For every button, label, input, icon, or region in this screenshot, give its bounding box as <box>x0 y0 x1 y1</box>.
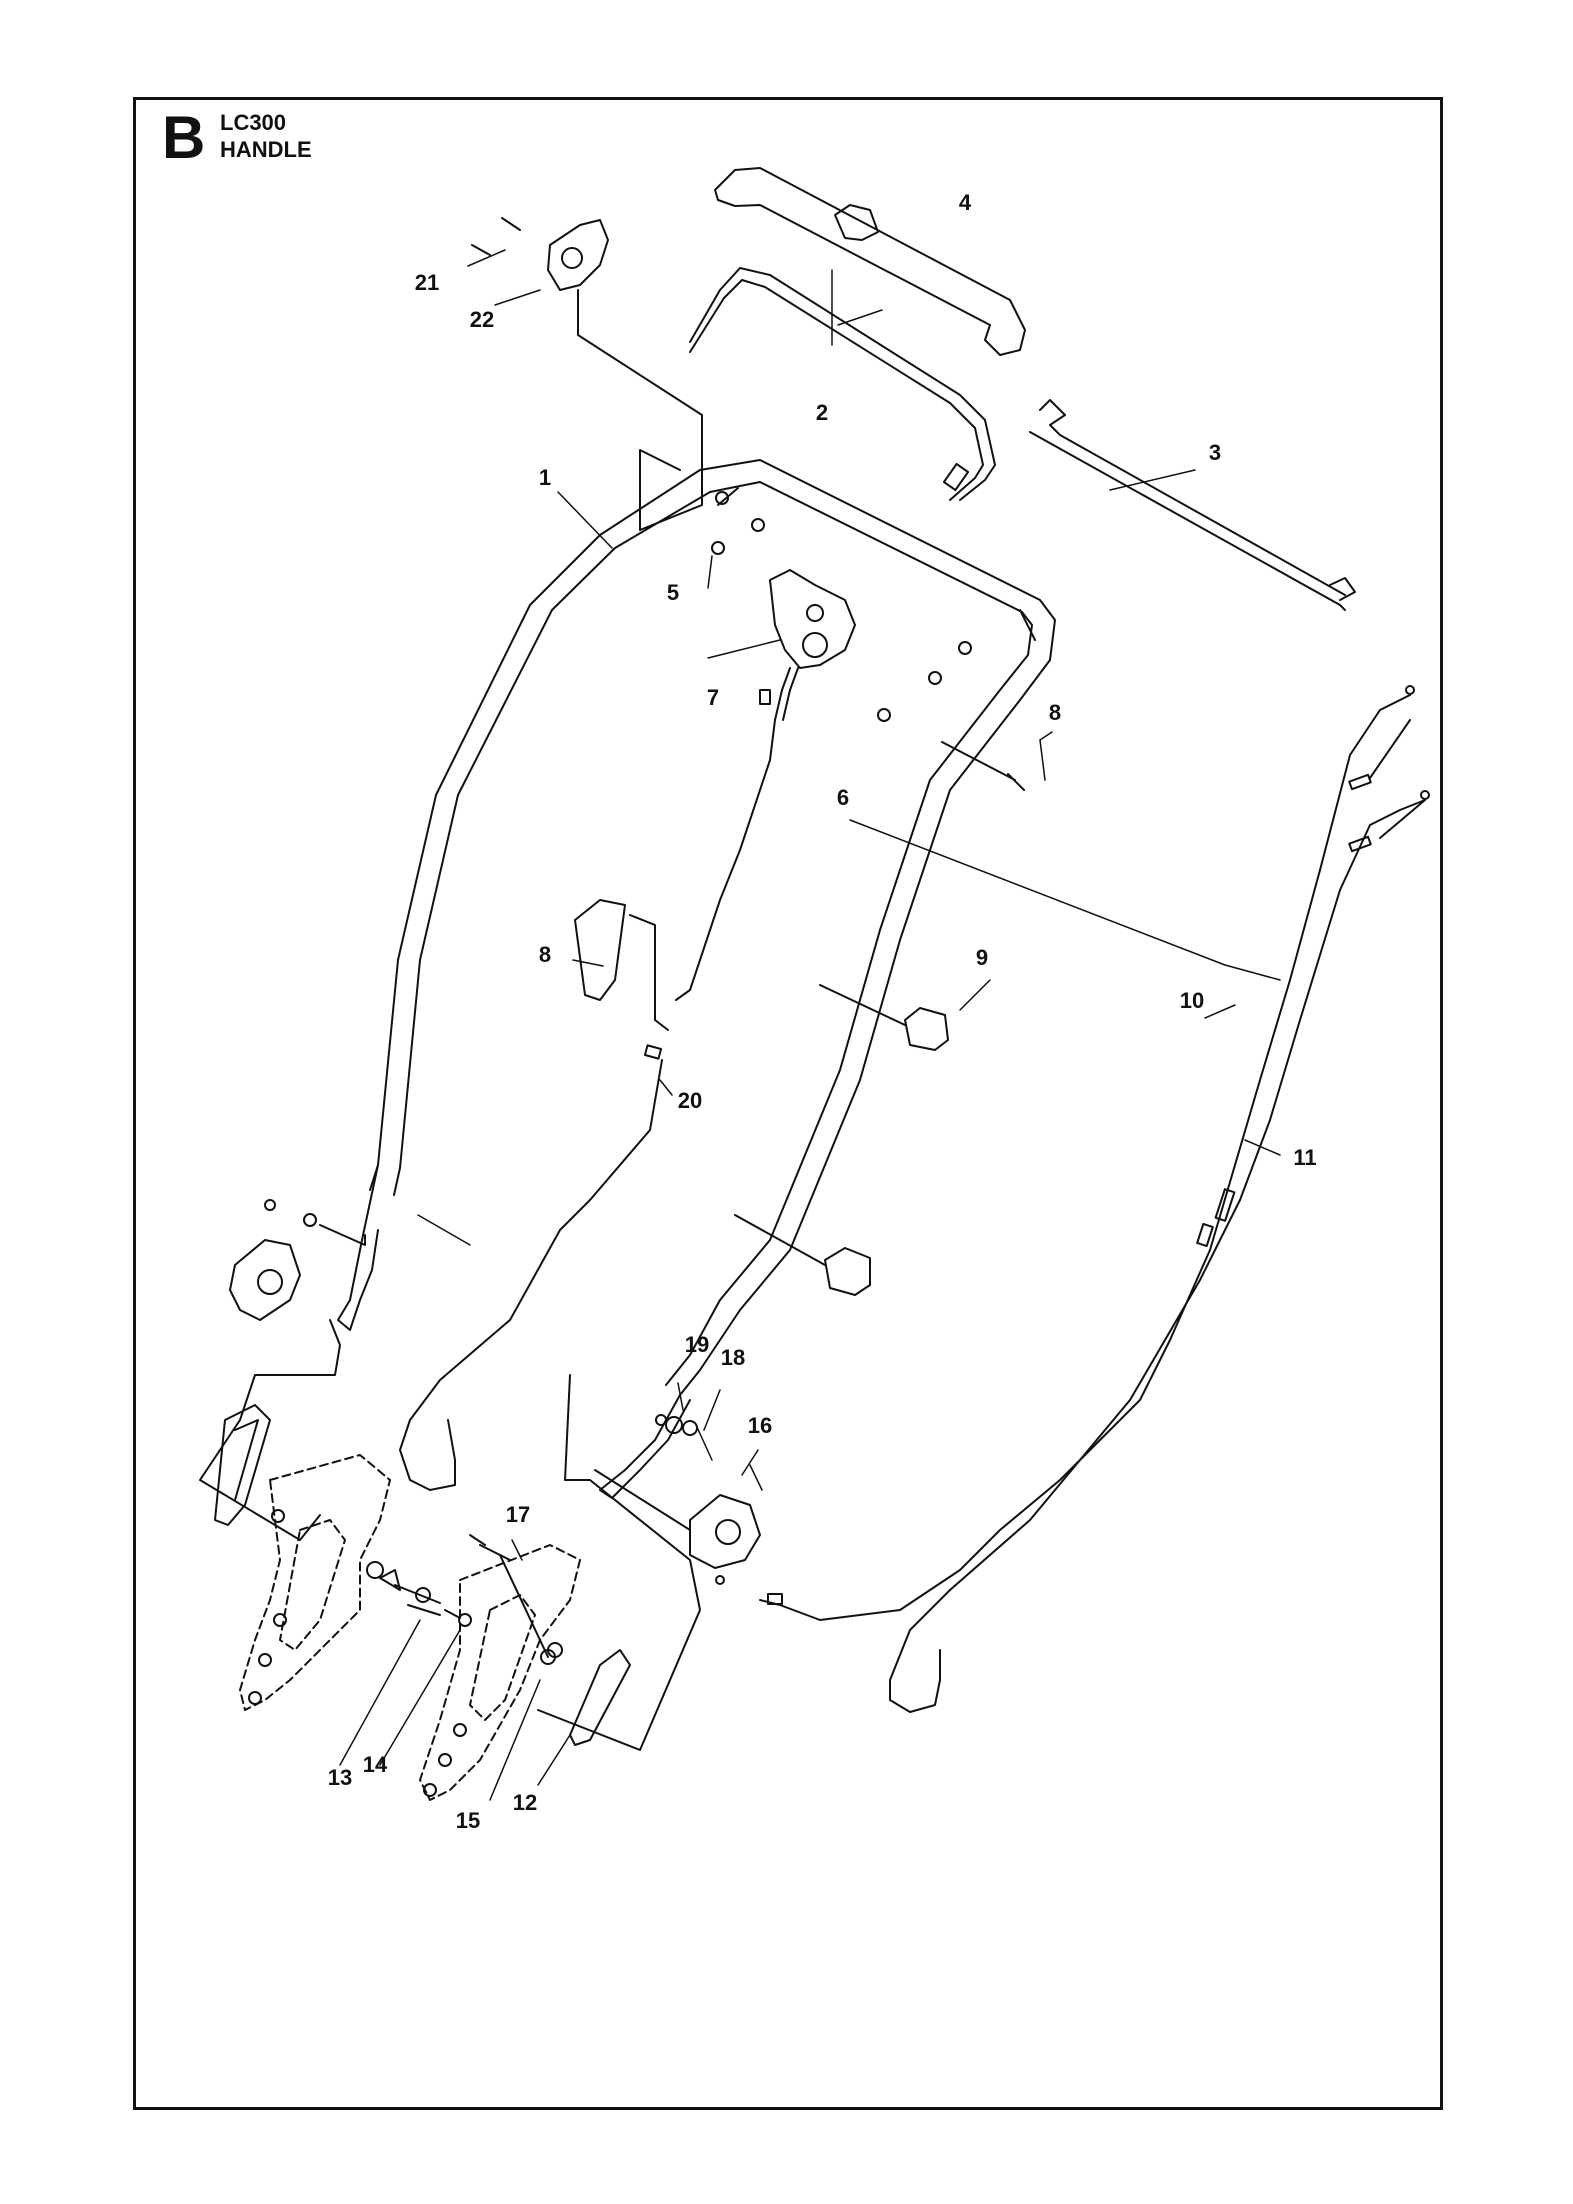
cable-20 <box>399 1044 663 1491</box>
adjustment-brackets <box>239 1454 581 1801</box>
bail-bar <box>689 267 996 501</box>
callout-5: 5 <box>667 580 679 605</box>
callout-7: 7 <box>707 685 719 710</box>
callout-8-lower: 8 <box>539 942 551 967</box>
callout-2: 2 <box>816 400 828 425</box>
section-title: HANDLE <box>220 137 312 162</box>
callout-labels: 1 2 3 4 5 6 7 8 8 9 10 11 12 13 14 15 16… <box>328 190 1317 1833</box>
callout-10: 10 <box>1180 988 1204 1013</box>
callout-13: 13 <box>328 1765 352 1790</box>
section-letter: B <box>162 104 206 171</box>
callout-12: 12 <box>513 1790 537 1815</box>
callout-8-upper: 8 <box>1049 700 1061 725</box>
callout-16: 16 <box>748 1413 772 1438</box>
callout-20: 20 <box>678 1088 702 1113</box>
left-knob-assembly <box>199 1199 366 1541</box>
callout-22: 22 <box>470 307 494 332</box>
callout-17: 17 <box>506 1502 530 1527</box>
callout-19: 19 <box>685 1332 709 1357</box>
callout-9: 9 <box>976 945 988 970</box>
callout-18: 18 <box>721 1345 745 1370</box>
top-clamp <box>471 217 703 531</box>
callout-4: 4 <box>959 190 972 215</box>
callout-11: 11 <box>1293 1145 1316 1170</box>
leader-lines <box>339 249 1281 1801</box>
callout-3: 3 <box>1209 440 1221 465</box>
callout-15: 15 <box>456 1808 480 1833</box>
diagram-frame <box>133 97 1443 2110</box>
callout-14: 14 <box>363 1752 388 1777</box>
model-name: LC300 <box>220 110 287 135</box>
small-hardware <box>574 491 1025 1296</box>
right-knob-assembly <box>537 1374 761 1751</box>
callout-1: 1 <box>539 465 551 490</box>
callout-6: 6 <box>837 785 849 810</box>
handle-grip <box>714 167 1026 356</box>
cables-10-11 <box>715 685 1430 1713</box>
brake-lever-housing <box>675 569 856 1001</box>
bracket-hardware <box>248 1534 556 1797</box>
callout-21: 21 <box>415 270 439 295</box>
link-rod <box>1029 399 1356 611</box>
